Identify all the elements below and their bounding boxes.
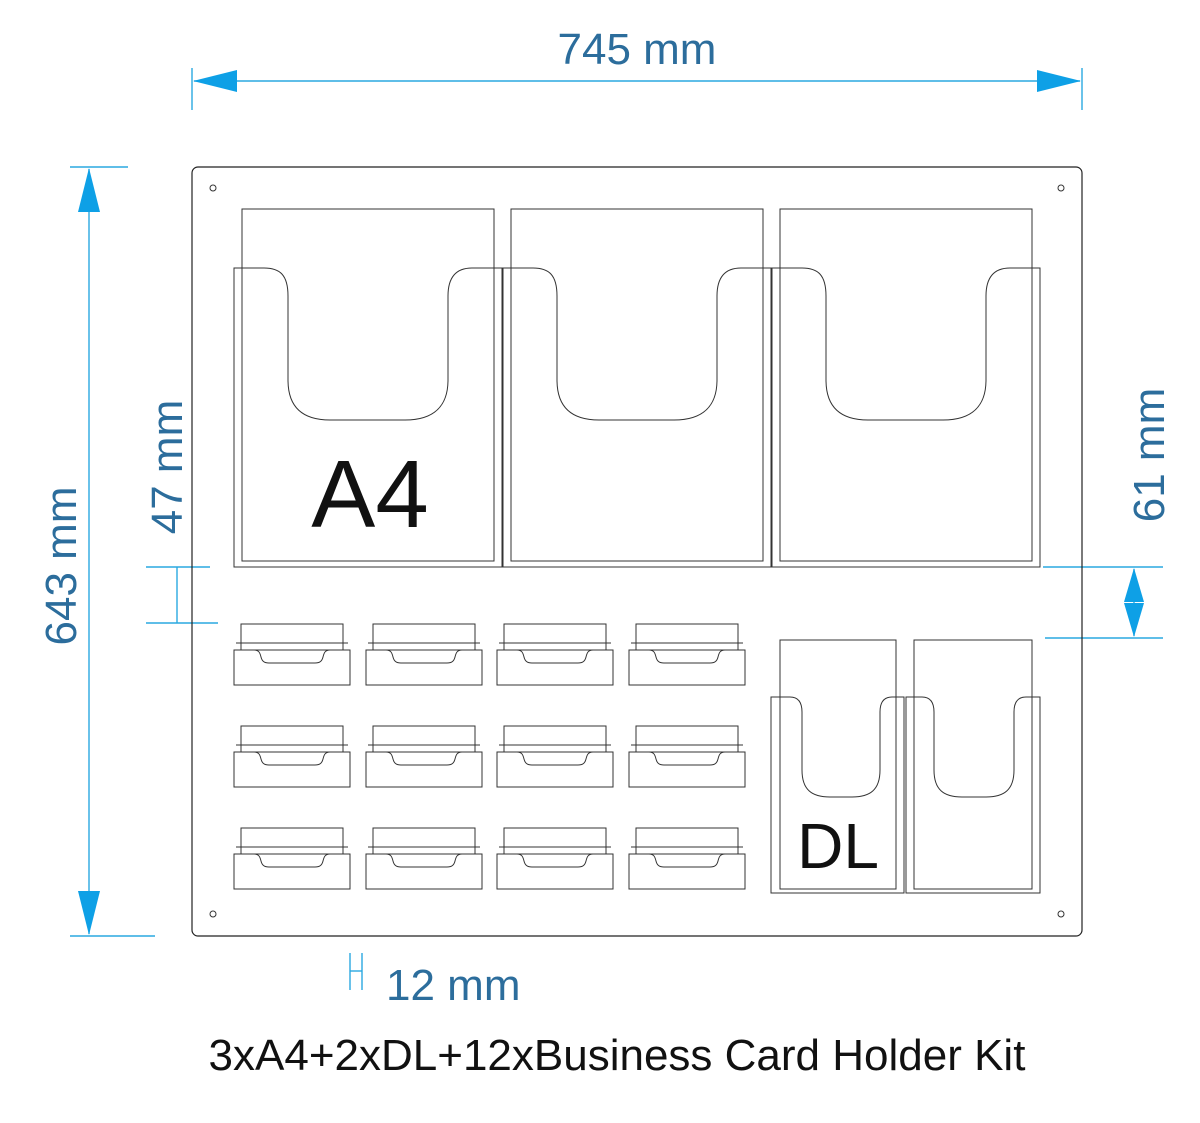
business-card-holder xyxy=(365,827,483,890)
height-label: 643 mm xyxy=(37,487,86,646)
business-card-insert xyxy=(503,623,607,651)
business-card-holder xyxy=(233,725,351,788)
business-card-holder xyxy=(628,725,746,788)
a4-holder xyxy=(771,208,1041,568)
business-card-insert xyxy=(635,725,739,753)
screw-hole-top-right xyxy=(1057,184,1065,192)
a4-pocket xyxy=(502,267,772,568)
width-dimension: 745 mm xyxy=(191,25,1083,110)
business-card-holders xyxy=(233,623,746,890)
dl-pocket xyxy=(905,696,1041,894)
width-arrow-left xyxy=(193,70,237,92)
business-card-insert xyxy=(240,623,344,651)
business-card-holder xyxy=(233,827,351,890)
card-gap-dimension: 12 mm xyxy=(349,953,520,1010)
business-card-holder xyxy=(496,827,614,890)
card-gap-label: 12 mm xyxy=(386,961,520,1010)
dl-holders: DL xyxy=(770,639,1041,894)
height-dimension: 643 mm xyxy=(37,166,155,937)
a4-insert xyxy=(510,208,764,562)
business-card-insert xyxy=(635,827,739,855)
dl-holder xyxy=(770,639,905,894)
dl-insert xyxy=(913,639,1033,890)
a4-holder xyxy=(502,208,772,568)
business-card-pocket xyxy=(628,649,746,686)
dl-holder xyxy=(905,639,1041,894)
a4-holder xyxy=(233,208,503,568)
dl-pocket xyxy=(770,696,905,894)
business-card-pocket xyxy=(496,649,614,686)
right-gap-dimension: 61 mm xyxy=(1043,388,1174,639)
business-card-holder xyxy=(628,827,746,890)
right-gap-label: 61 mm xyxy=(1125,388,1174,522)
backing-board xyxy=(191,166,1083,937)
business-card-insert xyxy=(372,827,476,855)
dl-label: DL xyxy=(797,810,879,882)
dl-insert xyxy=(779,639,897,890)
right-gap-arrow-top xyxy=(1124,568,1144,602)
business-card-pocket xyxy=(233,751,351,788)
screw-hole-bottom-left xyxy=(209,910,217,918)
a4-insert xyxy=(241,208,495,562)
business-card-insert xyxy=(503,827,607,855)
screw-hole-top-left xyxy=(209,184,217,192)
business-card-pocket xyxy=(365,751,483,788)
a4-label: A4 xyxy=(311,441,428,548)
a4-insert xyxy=(779,208,1033,562)
business-card-insert xyxy=(372,623,476,651)
business-card-holder xyxy=(496,623,614,686)
business-card-pocket xyxy=(233,853,351,890)
business-card-pocket xyxy=(365,649,483,686)
business-card-holder xyxy=(365,725,483,788)
business-card-holder xyxy=(365,623,483,686)
business-card-insert xyxy=(635,623,739,651)
a4-pocket xyxy=(771,267,1041,568)
right-gap-arrow-bottom xyxy=(1124,603,1144,637)
a4-pocket xyxy=(233,267,503,568)
height-arrow-top xyxy=(78,168,100,212)
width-arrow-right xyxy=(1037,70,1081,92)
board-outline xyxy=(191,166,1083,937)
business-card-holder xyxy=(233,623,351,686)
business-card-insert xyxy=(240,725,344,753)
screw-hole-bottom-right xyxy=(1057,910,1065,918)
business-card-pocket xyxy=(496,751,614,788)
business-card-pocket xyxy=(365,853,483,890)
a4-gap-dimension: 47 mm xyxy=(143,400,218,624)
a4-gap-label: 47 mm xyxy=(143,400,192,534)
business-card-insert xyxy=(503,725,607,753)
business-card-insert xyxy=(372,725,476,753)
business-card-pocket xyxy=(628,751,746,788)
kit-caption: 3xA4+2xDL+12xBusiness Card Holder Kit xyxy=(209,1031,1026,1080)
height-arrow-bottom xyxy=(78,891,100,935)
a4-holders: A4 xyxy=(233,208,1041,568)
width-label: 745 mm xyxy=(558,25,717,74)
business-card-holder xyxy=(628,623,746,686)
business-card-insert xyxy=(240,827,344,855)
business-card-pocket xyxy=(233,649,351,686)
business-card-holder xyxy=(496,725,614,788)
business-card-pocket xyxy=(628,853,746,890)
business-card-pocket xyxy=(496,853,614,890)
